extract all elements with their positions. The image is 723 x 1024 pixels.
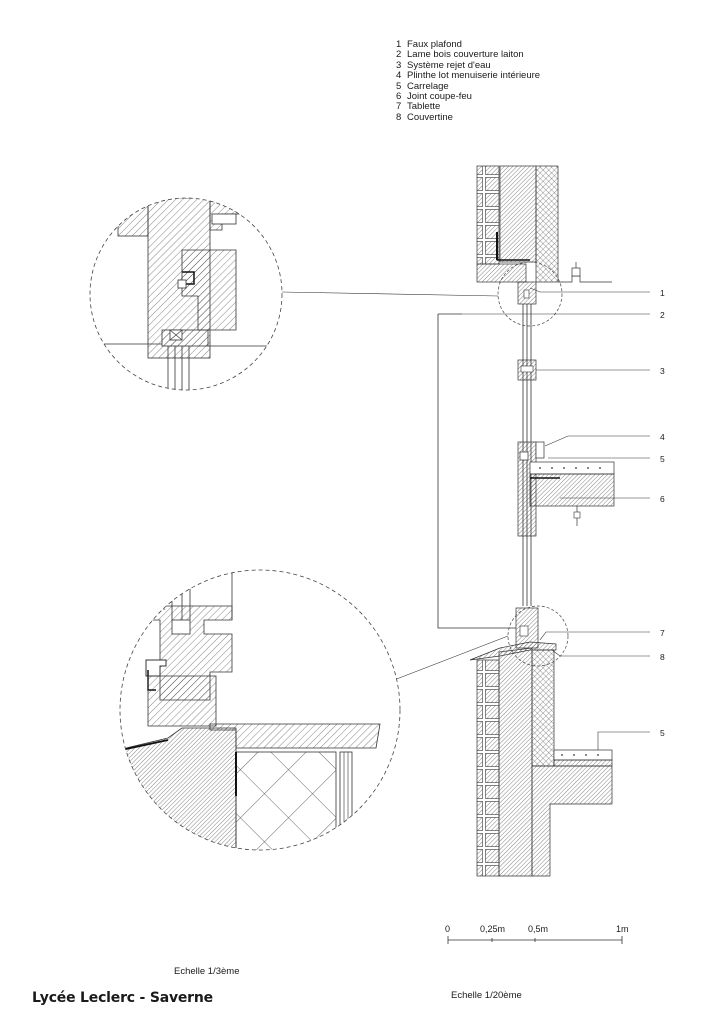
callout-5: 5 bbox=[660, 454, 665, 464]
legend-num: 6 bbox=[396, 91, 402, 103]
legend-label: Faux plafond bbox=[407, 39, 462, 50]
legend-item: 6 Joint coupe-feu bbox=[396, 91, 540, 103]
detail-circle-top bbox=[89, 197, 283, 391]
callout-6: 6 bbox=[660, 494, 665, 504]
callout-8: 8 bbox=[660, 652, 665, 662]
detail-scale-label: Echelle 1/3ème bbox=[174, 966, 240, 977]
scale-tick-1: 1m bbox=[616, 924, 629, 934]
legend-label: Couvertine bbox=[407, 111, 453, 123]
callout-labels: 1 2 3 4 5 6 7 8 5 bbox=[660, 288, 665, 738]
leader-lines bbox=[281, 287, 650, 750]
project-title: Lycée Leclerc - Saverne bbox=[32, 990, 213, 1006]
legend-label: Plinthe lot menuiserie intérieure bbox=[407, 70, 541, 82]
legend-label: Tablette bbox=[407, 101, 441, 113]
scale-bar bbox=[447, 936, 623, 944]
scale-tick-05: 0,5m bbox=[528, 924, 549, 934]
legend-item: 2 Lame bois couverture laiton bbox=[396, 49, 540, 61]
legend-num: 2 bbox=[396, 49, 402, 61]
callout-2: 2 bbox=[660, 310, 665, 320]
legend-num: 1 bbox=[396, 39, 402, 50]
legend-num: 4 bbox=[396, 70, 402, 82]
board-outline bbox=[437, 314, 516, 629]
callout-1: 1 bbox=[660, 288, 665, 298]
legend-label: Lame bois couverture laiton bbox=[407, 49, 524, 61]
scale-tick-0: 0 bbox=[445, 924, 451, 934]
legend-item: 5 Carrelage bbox=[396, 80, 540, 92]
legend-label: Carrelage bbox=[407, 80, 449, 92]
upper-wall bbox=[476, 165, 612, 283]
lower-wall bbox=[476, 647, 613, 877]
legend-item: 8 Couvertine bbox=[396, 111, 540, 123]
legend-num: 8 bbox=[396, 111, 402, 123]
detail-circle-bottom bbox=[119, 569, 401, 851]
section-scale-label: Echelle 1/20ème bbox=[451, 990, 522, 1001]
legend-item: 7 Tablette bbox=[396, 101, 540, 113]
callout-4: 4 bbox=[660, 432, 665, 442]
callout-7: 7 bbox=[660, 628, 665, 638]
legend-num: 3 bbox=[396, 59, 402, 71]
legend-label: Système rejet d'eau bbox=[407, 59, 491, 71]
scale-tick-025: 0,25m bbox=[480, 924, 506, 934]
legend-item: 4 Plinthe lot menuiserie intérieure bbox=[396, 70, 541, 82]
legend: 1 Faux plafond 2 Lame bois couverture lait… bbox=[396, 39, 541, 123]
callout-5b: 5 bbox=[660, 728, 665, 738]
floor-slab bbox=[517, 441, 615, 537]
legend-label: Joint coupe-feu bbox=[407, 91, 472, 103]
legend-num: 5 bbox=[396, 80, 402, 92]
legend-item: 3 Système rejet d'eau bbox=[396, 59, 540, 71]
legend-num: 7 bbox=[396, 101, 402, 113]
window-head bbox=[497, 261, 563, 327]
legend-item: 1 Faux plafond bbox=[396, 39, 540, 50]
callout-3: 3 bbox=[660, 366, 665, 376]
